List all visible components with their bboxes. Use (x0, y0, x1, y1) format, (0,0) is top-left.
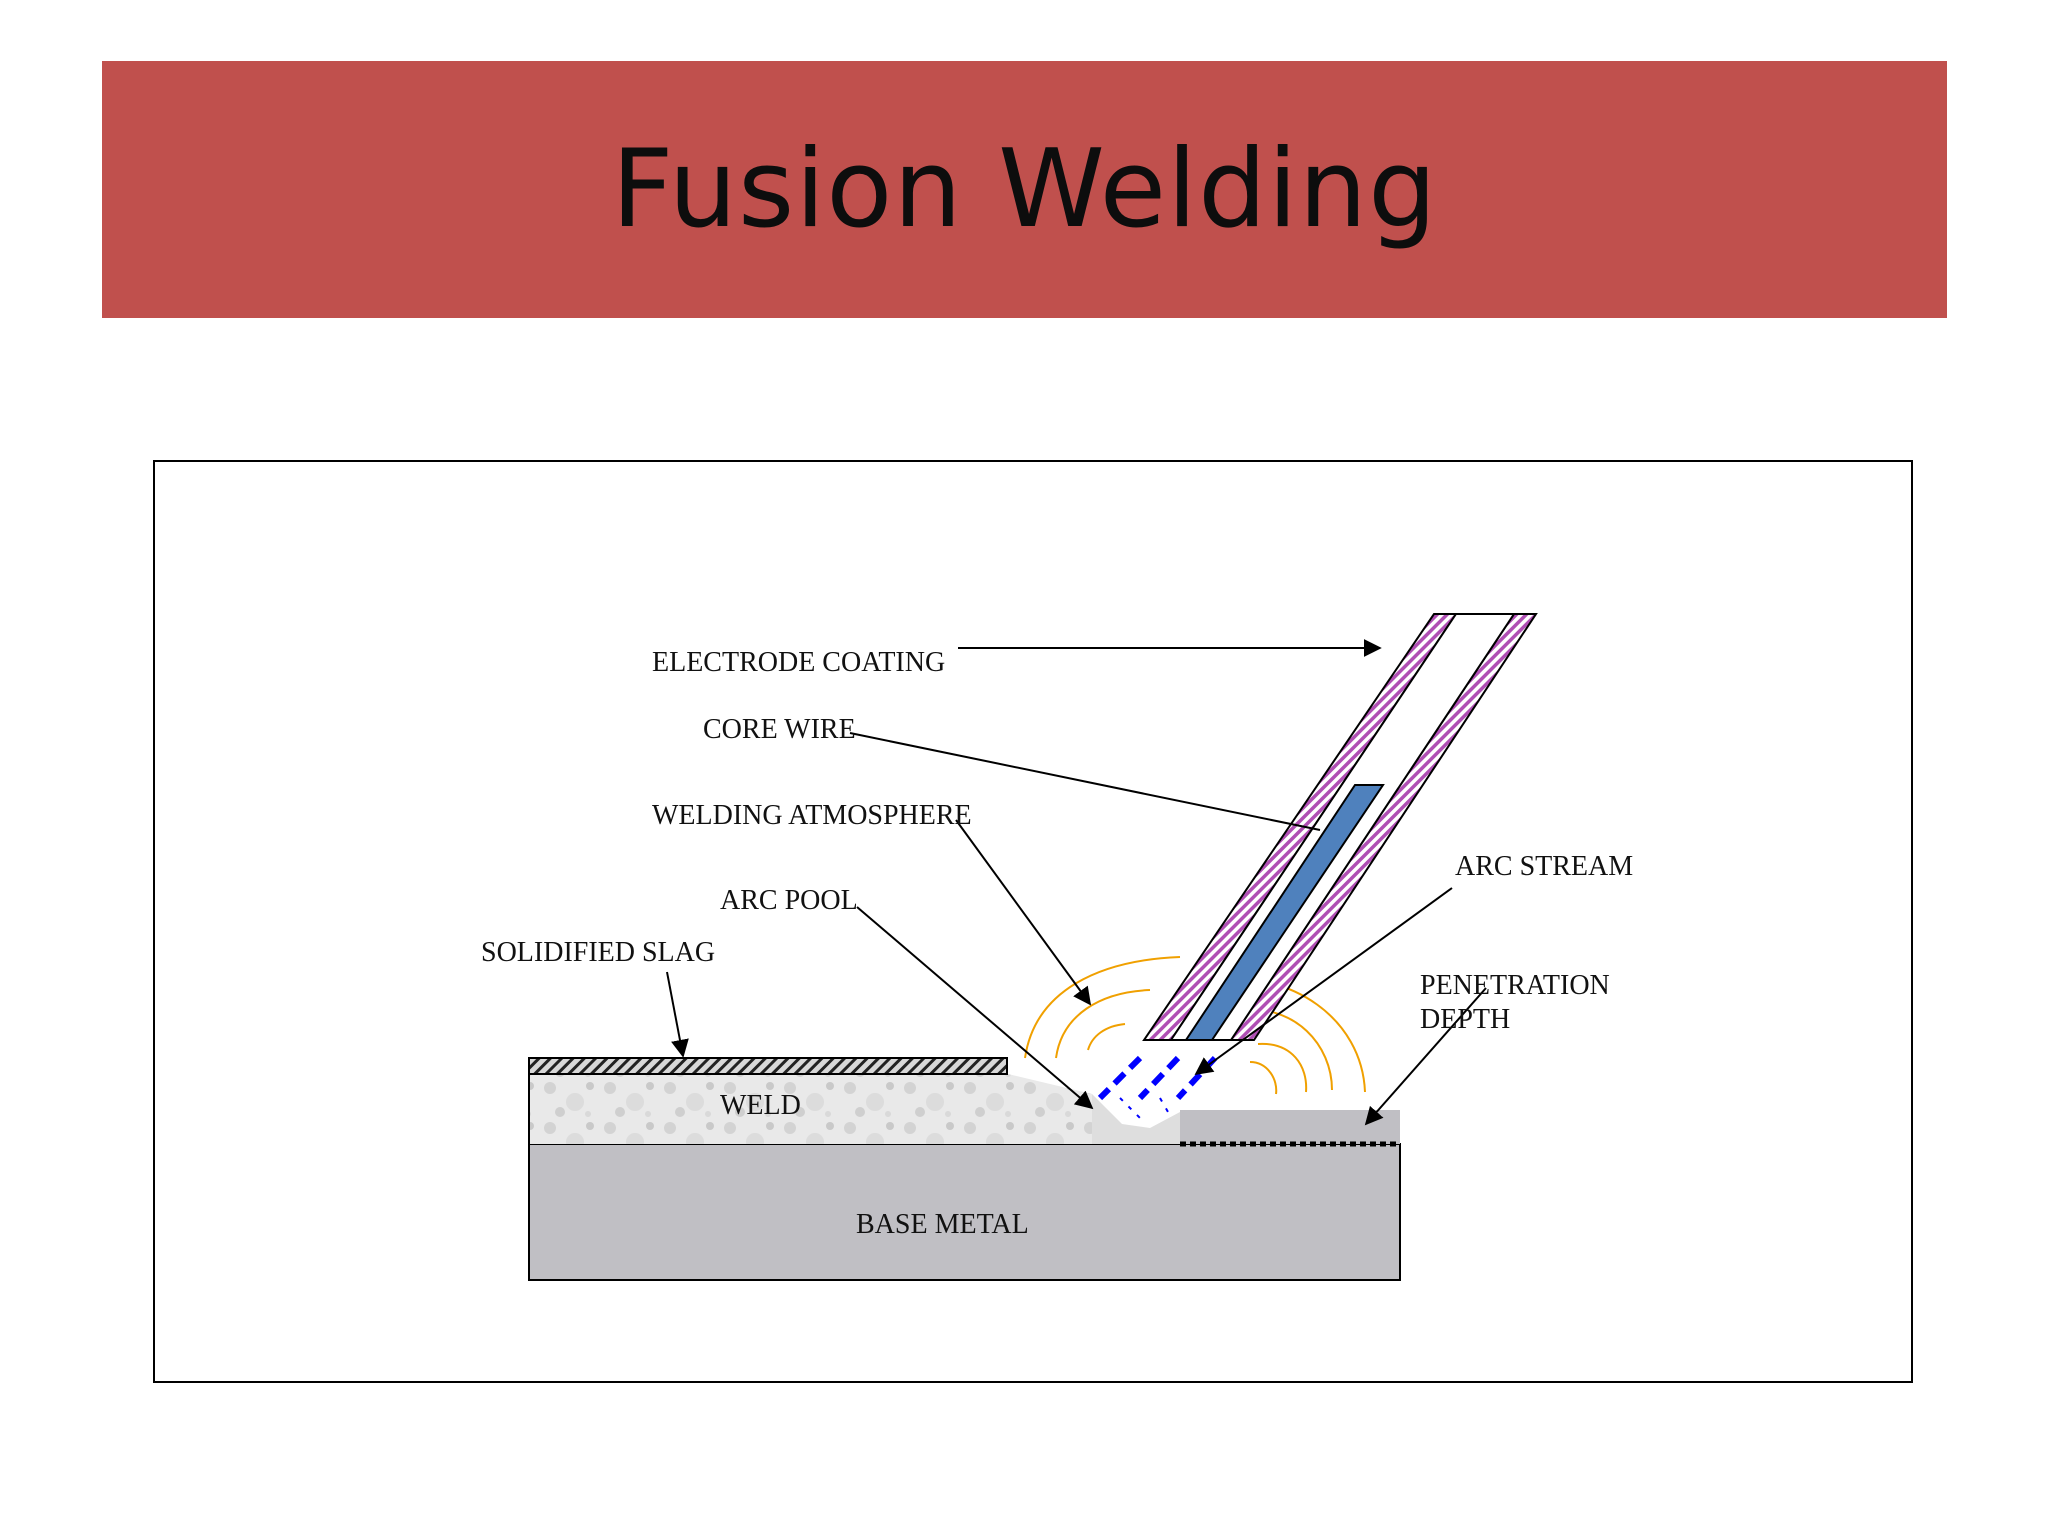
label-penetration: PENETRATION (1420, 970, 1610, 1001)
electrode (1142, 613, 1538, 1041)
base-metal-block (528, 1143, 1401, 1281)
slide-title: Fusion Welding (611, 127, 1438, 252)
label-electrode-coating: ELECTRODE COATING (652, 647, 945, 678)
label-core-wire: CORE WIRE (703, 714, 856, 745)
arc-pool-arrow (856, 906, 1094, 1110)
welding-atmosphere-arrow (955, 819, 1092, 1006)
label-arc-pool: ARC POOL (720, 885, 858, 916)
arc-stream-arrow (1194, 887, 1453, 1076)
arc-pool-crater (1092, 1094, 1180, 1144)
penetration-depth-arrow (1364, 987, 1487, 1126)
label-solidified-slag: SOLIDIFIED SLAG (481, 937, 715, 968)
unwelded-plate (1180, 1110, 1400, 1144)
title-banner: Fusion Welding (102, 61, 1947, 318)
leader-lines (666, 639, 1487, 1126)
label-base-metal: BASE METAL (856, 1209, 1029, 1240)
weld-bead (529, 1074, 1094, 1144)
label-welding-atmosphere: WELDING ATMOSPHERE (652, 800, 972, 831)
label-arc-stream: ARC STREAM (1455, 851, 1633, 882)
label-weld: WELD (720, 1090, 801, 1121)
core-wire-leader (849, 732, 1321, 831)
solidified-slag-layer (528, 1057, 1008, 1075)
label-depth: DEPTH (1420, 1004, 1510, 1035)
solidified-slag-arrow (666, 971, 689, 1058)
